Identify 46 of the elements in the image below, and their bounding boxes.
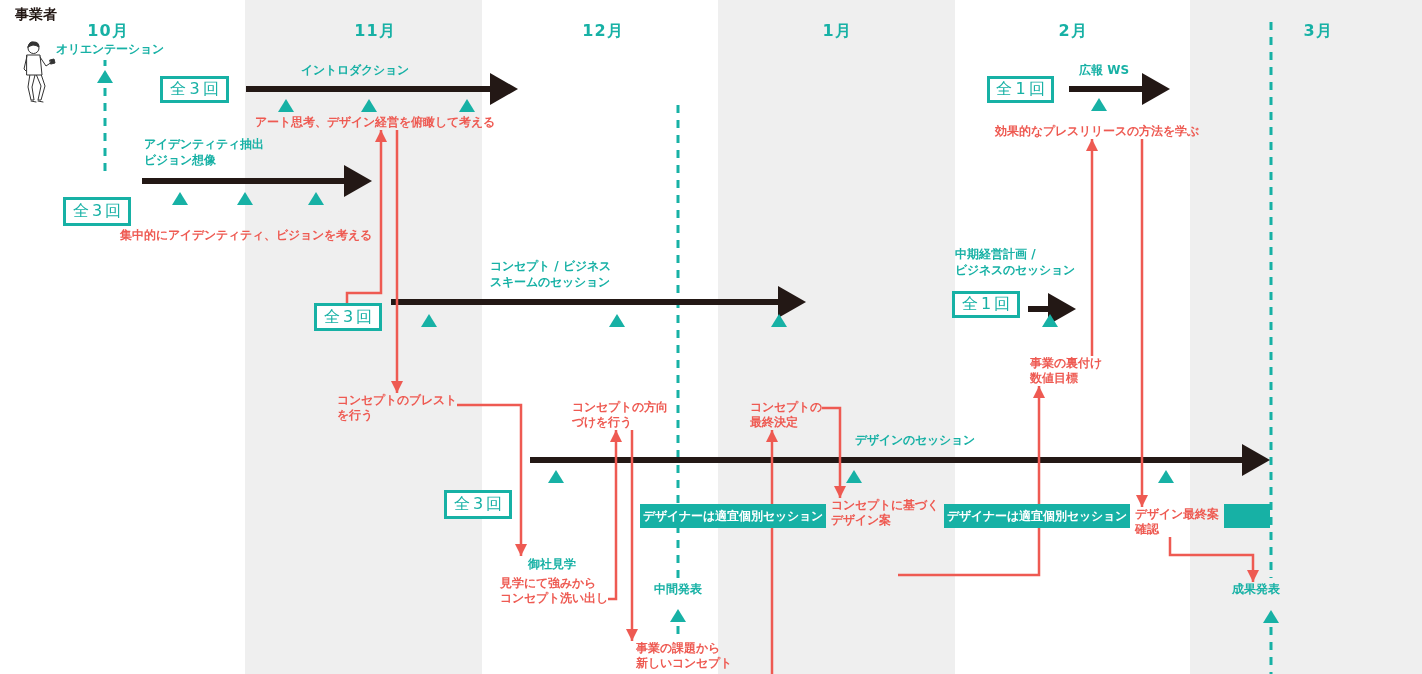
arrow <box>1168 537 1259 582</box>
month-label: 2月 <box>1058 21 1088 41</box>
arrow <box>766 430 778 674</box>
arrow <box>457 403 527 556</box>
count-box: 全3回 <box>444 490 512 519</box>
month-label: 12月 <box>582 21 624 41</box>
note: コンセプトの最終決定 <box>750 400 822 430</box>
session-bar: デザイナーは適宜個別セッション <box>944 504 1130 528</box>
count-box: 全3回 <box>314 303 382 331</box>
note: 事業の裏付け <box>1030 356 1102 371</box>
session-bar: デザイナーは適宜個別セッション <box>640 504 826 528</box>
note: コンセプトの方向づけを行う <box>572 400 668 430</box>
note: 事業の課題から新しいコンセプト <box>626 641 732 671</box>
session-bar <box>1224 504 1270 528</box>
arrow <box>345 130 387 303</box>
arrow <box>898 386 1045 577</box>
count-box: 全1回 <box>987 76 1054 103</box>
milestone-label: 成果発表 <box>1232 582 1280 597</box>
arrow <box>608 430 622 601</box>
session-title: デザインのセッション <box>855 432 975 448</box>
heading: 御社見学 <box>528 556 577 572</box>
note: 見学にて強みからコンセプト洗い出し <box>500 576 608 606</box>
note: 効果的なプレスリリースの方法を学ぶ <box>995 124 1199 139</box>
arrow <box>1136 139 1148 507</box>
arrow <box>626 430 638 641</box>
arrow <box>822 406 846 498</box>
count-box: 全1回 <box>952 291 1020 318</box>
heading: 事業者 <box>15 5 57 23</box>
month-label: 11月 <box>354 21 396 41</box>
note: コンセプトに基づくデザイン案 <box>831 498 939 528</box>
count-box: 全3回 <box>160 76 229 103</box>
note: アート思考、デザイン経営を俯瞰して考える <box>255 115 495 130</box>
note: コンセプトのブレストを行う <box>337 393 457 423</box>
session-title: イントロダクション <box>301 62 409 78</box>
session-title: コンセプト / ビジネススキームのセッション <box>490 258 612 290</box>
month-label: 10月 <box>87 21 129 41</box>
arrow <box>1086 139 1098 356</box>
month-label: 3月 <box>1303 21 1333 41</box>
session-title: アイデンティティ抽出ビジョン想像 <box>144 136 264 168</box>
count-box: 全3回 <box>63 197 131 226</box>
note: 数値目標 <box>1030 371 1079 386</box>
session-title: 中期経営計画 / ビジネスのセッション <box>955 246 1076 278</box>
milestone-label: 中間発表 <box>654 582 702 597</box>
note: デザイン最終案確認 <box>1135 507 1219 537</box>
month-label: 1月 <box>822 21 852 41</box>
arrow <box>391 130 403 393</box>
